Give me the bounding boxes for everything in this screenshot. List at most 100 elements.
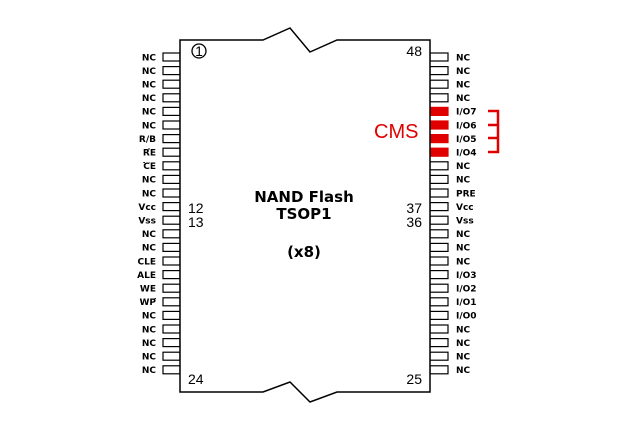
right-pin-label-io7: I/O7 [456, 108, 477, 118]
pin-number-24: 24 [188, 371, 204, 387]
left-pin-5 [162, 106, 181, 117]
right-pin-label-io3: I/O3 [456, 271, 477, 281]
left-pin-label-rb: R/B [139, 135, 156, 145]
right-pin-label-nc: NC [456, 257, 471, 267]
right-pin-44 [429, 106, 449, 117]
left-pin-label-vcc: Vcc [138, 203, 156, 213]
left-pin-label-nc: NC [142, 121, 157, 131]
cms-bracket [488, 109, 500, 154]
right-pin-36 [429, 215, 449, 225]
left-pin-label-nc: NC [142, 53, 157, 63]
left-pin-label-nc: NC [142, 108, 157, 118]
right-pin-label-pre: PRE [456, 189, 476, 199]
right-pin-label-nc: NC [456, 230, 471, 240]
left-pin-label-nc: NC [142, 81, 157, 91]
left-pin-13 [162, 215, 181, 225]
left-pin-1 [162, 52, 181, 62]
right-pin-45 [429, 93, 449, 103]
right-pin-label-io5: I/O5 [456, 135, 477, 145]
left-pin-label-wp: WP [139, 298, 156, 308]
left-pin-label-we: WE [140, 285, 156, 295]
right-pin-label-nc: NC [456, 339, 471, 349]
right-pin-43 [429, 120, 449, 130]
left-pin-label-re: RE [143, 149, 156, 159]
left-pin-17 [162, 270, 181, 280]
pin-number-48: 48 [406, 43, 422, 59]
chip-body [179, 27, 431, 403]
left-pin-15 [162, 242, 181, 252]
right-pin-label-nc: NC [456, 366, 471, 376]
left-pin-label-nc: NC [142, 189, 157, 199]
chip-title-line2: TSOP1 [276, 205, 331, 223]
right-pin-label-nc: NC [456, 94, 471, 104]
right-pin-label-nc: NC [456, 53, 471, 63]
chip-organization: (x8) [287, 243, 321, 261]
right-pin-40 [429, 161, 449, 171]
left-pin-4 [162, 93, 181, 103]
right-pin-group: NCNCNCNCI/O7I/O6I/O5I/O4NCNCPREVccVssNCN… [429, 52, 477, 376]
left-pin-label-nc: NC [142, 353, 157, 363]
right-pin-label-io6: I/O6 [456, 121, 477, 131]
right-pin-46 [429, 79, 449, 89]
left-pin-8 [162, 147, 181, 157]
left-pin-label-ce: CE [143, 162, 156, 172]
pin-number-12: 12 [188, 200, 204, 216]
left-pin-group: NCNCNCNCNCNCR/BRECENCNCVccVssNCNCCLEALEW… [137, 52, 181, 376]
right-pin-26 [429, 351, 449, 361]
left-pin-12 [162, 202, 181, 212]
left-pin-23 [162, 351, 181, 361]
pin1-marker-label: 1 [195, 43, 203, 59]
left-pin-2 [162, 65, 181, 76]
right-pin-label-nc: NC [456, 81, 471, 91]
right-pin-48 [429, 52, 449, 62]
right-pin-32 [429, 270, 449, 280]
left-pin-label-ale: ALE [137, 271, 156, 281]
left-pin-label-nc: NC [142, 230, 157, 240]
right-pin-41 [429, 147, 449, 157]
right-pin-42 [429, 134, 449, 144]
left-pin-label-nc: NC [142, 366, 157, 376]
left-pin-label-nc: NC [142, 312, 157, 322]
left-pin-18 [162, 283, 181, 293]
right-pin-35 [429, 229, 449, 239]
right-pin-39 [429, 174, 449, 184]
right-pin-31 [429, 283, 449, 293]
right-pin-label-nc: NC [456, 353, 471, 363]
right-pin-27 [429, 338, 449, 348]
right-pin-29 [429, 310, 449, 320]
left-pin-9 [162, 161, 181, 171]
right-pin-25 [429, 365, 449, 375]
left-pin-22 [162, 338, 181, 348]
right-pin-label-nc: NC [456, 244, 471, 254]
left-pin-20 [162, 310, 181, 320]
pin-number-37: 37 [406, 200, 422, 216]
right-pin-label-io4: I/O4 [456, 149, 477, 159]
left-pin-11 [162, 188, 181, 198]
left-pin-6 [162, 120, 181, 130]
pin-number-25: 25 [406, 371, 422, 387]
pin1-marker-circle [191, 43, 207, 59]
right-pin-30 [429, 297, 449, 307]
left-pin-label-cle: CLE [138, 257, 157, 267]
right-pin-label-io2: I/O2 [456, 285, 477, 295]
left-pin-14 [162, 229, 181, 239]
right-pin-label-nc: NC [456, 325, 471, 335]
right-pin-label-vss: Vss [456, 217, 474, 227]
left-pin-21 [162, 324, 181, 334]
pin-number-36: 36 [406, 214, 422, 230]
left-pin-label-nc: NC [142, 94, 157, 104]
right-pin-label-nc: NC [456, 176, 471, 186]
left-pin-16 [162, 256, 181, 266]
left-pin-19 [162, 297, 181, 307]
right-pin-label-io0: I/O0 [456, 312, 477, 322]
left-pin-label-nc: NC [142, 67, 157, 77]
right-pin-37 [429, 202, 449, 212]
right-pin-label-nc: NC [456, 67, 471, 77]
left-pin-label-nc: NC [142, 325, 157, 335]
left-pin-label-nc: NC [142, 176, 157, 186]
right-pin-33 [429, 256, 449, 266]
right-pin-label-vcc: Vcc [456, 203, 474, 213]
left-pin-label-vss: Vss [138, 217, 156, 227]
left-pin-3 [162, 79, 181, 89]
